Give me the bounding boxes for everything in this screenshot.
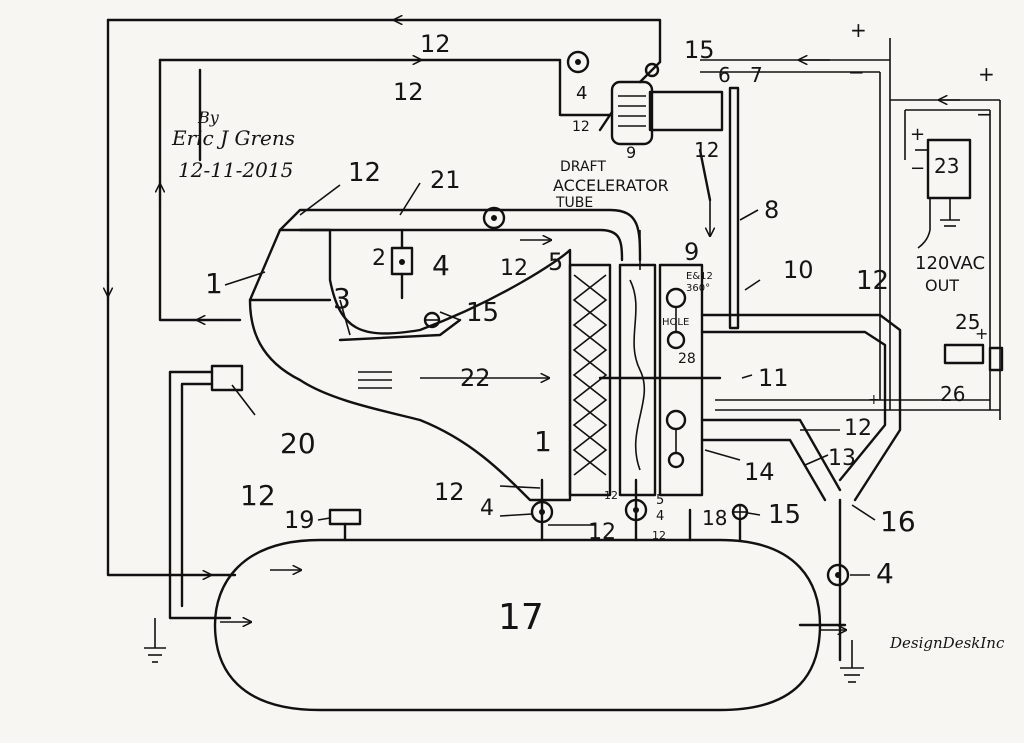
callout-360: 360° (686, 283, 711, 294)
part-12-a: 12 (420, 30, 451, 58)
storage-tank (213, 503, 822, 712)
polarity-minus-1: − (848, 60, 865, 84)
callout-hole: HOLE (662, 317, 690, 328)
part-15-top: 15 (684, 36, 715, 64)
part-15-low: 15 (768, 500, 802, 530)
callout-120vac: 120VAC (915, 253, 986, 274)
part-26: 26 (940, 382, 966, 406)
flow-arrows (108, 20, 960, 630)
part-1: 1 (205, 267, 223, 300)
part-12-b: 12 (393, 78, 424, 106)
author-line-1: By (198, 108, 219, 127)
part-11: 11 (758, 364, 789, 392)
ground-symbols (144, 618, 864, 683)
heat-exchanger-stack (568, 230, 722, 497)
polarity-plus-4: + (975, 324, 989, 343)
part-19: 19 (284, 506, 315, 534)
part-12-e: 12 (348, 158, 382, 188)
part-8: 8 (764, 196, 780, 224)
valves-lower (530, 478, 648, 542)
leader-lines (224, 182, 876, 576)
part-21: 21 (430, 166, 461, 194)
part-5: 5 (548, 248, 564, 276)
part-17: 17 (498, 597, 544, 638)
part-25: 25 (955, 310, 981, 334)
author-line-2: Eric J Grens (172, 126, 296, 150)
part-22: 22 (460, 364, 491, 392)
part-12-k: 12 (588, 520, 616, 545)
part-1b: 1 (534, 425, 552, 458)
part-4-lower-a: 4 (480, 496, 494, 521)
polarity-minus-3: − (910, 158, 926, 179)
part-12-j: 12 (434, 478, 465, 506)
part-12-d: 12 (694, 138, 720, 162)
part-14: 14 (744, 458, 775, 486)
part-3: 3 (333, 282, 351, 315)
part-6: 6 (718, 63, 731, 87)
part-12-c: 12 (572, 119, 590, 135)
polarity-plus-5: + (868, 392, 880, 408)
callout-draft: DRAFT (560, 159, 606, 175)
callout-tube: TUBE (556, 195, 594, 211)
part-7: 7 (750, 63, 763, 87)
inlet-fitting (168, 364, 244, 620)
part-2: 2 (372, 246, 386, 271)
exhaust-pipe-inner (158, 58, 612, 322)
part-20: 20 (280, 427, 316, 460)
internal-valves (665, 287, 687, 469)
part-4-top: 4 (576, 83, 588, 104)
burner-nozzles (358, 371, 548, 389)
callout-e12: E&12 (686, 271, 713, 282)
part-4-draft: 4 (432, 249, 450, 282)
valves-upper (390, 206, 506, 329)
part-10: 10 (783, 256, 814, 284)
part-4-right: 4 (876, 557, 894, 590)
inverter-23: 23 (934, 154, 960, 178)
cyclone-separator (700, 313, 902, 662)
part-5b: 5 (656, 493, 665, 508)
part-12-m: 12 (652, 529, 666, 542)
part-4-lower-b: 4 (656, 509, 665, 524)
part-12-g: 12 (856, 266, 890, 296)
part-15-mid: 15 (466, 298, 500, 328)
part-28: 28 (678, 351, 696, 367)
part-12-l: 12 (604, 489, 618, 502)
part-12-f: 12 (500, 256, 528, 281)
callout-accelerator: ACCELERATOR (553, 176, 669, 195)
part-9-top: 9 (626, 143, 637, 162)
part-18: 18 (702, 506, 728, 530)
part-12-i: 12 (240, 479, 276, 512)
part-13: 13 (828, 446, 856, 471)
polarity-minus-2: − (976, 102, 993, 126)
polarity-plus-2: + (978, 62, 995, 86)
watermark: DesignDeskInc (890, 634, 1005, 652)
generator-assembly (566, 50, 740, 330)
part-9: 9 (684, 238, 700, 266)
callout-out: OUT (925, 276, 960, 295)
author-date: 12-11-2015 (178, 158, 294, 182)
part-12-h: 12 (844, 416, 872, 441)
polarity-plus-3: + (910, 124, 926, 145)
electrical-wiring (700, 38, 1004, 420)
part-16: 16 (880, 505, 916, 538)
polarity-plus-1: + (850, 18, 867, 42)
